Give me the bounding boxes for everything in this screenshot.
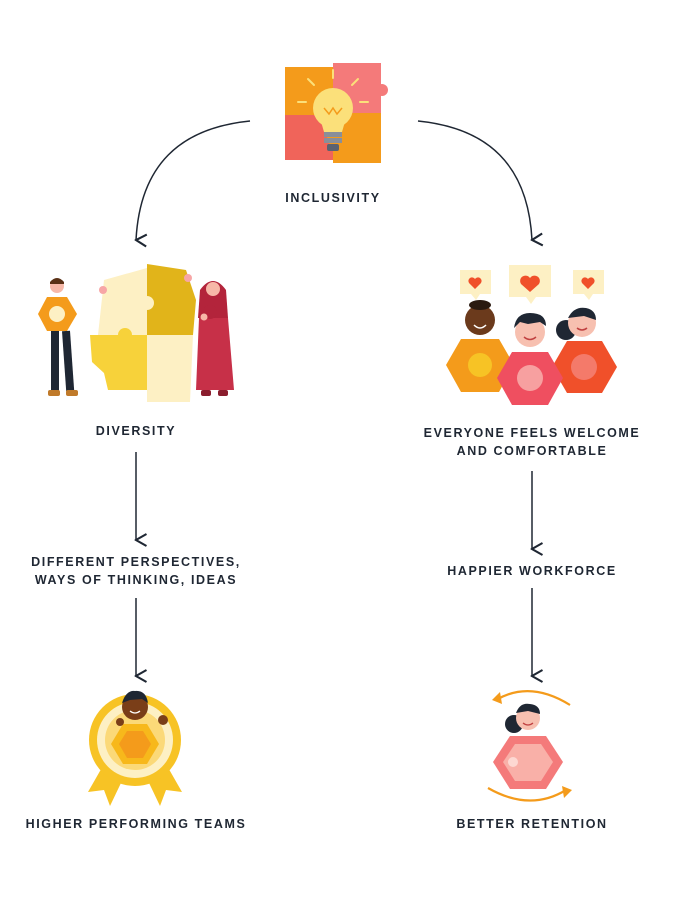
node-label-higher-performing-teams: HIGHER PERFORMING TEAMS: [25, 817, 247, 831]
arrow-inclusivity-to-welcome: [417, 120, 532, 240]
node-label-inclusivity: INCLUSIVITY: [285, 191, 381, 205]
arrow-inclusivity-to-diversity: [136, 120, 251, 240]
perspectives-line-2: WAYS OF THINKING, IDEAS: [34, 573, 238, 587]
perspectives-line-1: DIFFERENT PERSPECTIVES,: [31, 555, 241, 569]
welcome-line-2: AND COMFORTABLE: [456, 444, 608, 458]
award-ribbon-icon: [88, 690, 182, 806]
node-label-different-perspectives: DIFFERENT PERSPECTIVES, WAYS OF THINKING…: [6, 553, 266, 589]
person-cycle-arrows-icon: [487, 690, 572, 802]
diverse-people-puzzle-icon: [38, 264, 234, 402]
node-label-everyone-feels-welcome: EVERYONE FEELS WELCOME AND COMFORTABLE: [402, 424, 662, 460]
lightbulb-puzzle-icon: [285, 63, 388, 163]
node-label-happier-workforce: HAPPIER WORKFORCE: [447, 564, 617, 578]
happy-people-hearts-icon: [446, 265, 617, 405]
node-label-better-retention: BETTER RETENTION: [456, 817, 608, 831]
welcome-line-1: EVERYONE FEELS WELCOME: [423, 426, 641, 440]
node-label-diversity: DIVERSITY: [95, 424, 177, 438]
